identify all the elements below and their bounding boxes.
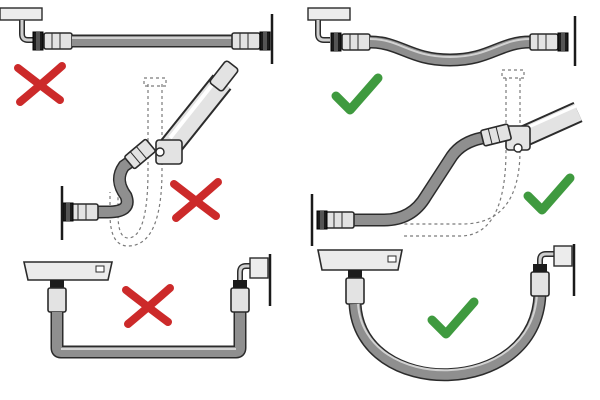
hose-wide-bend <box>350 127 502 227</box>
nut-icon <box>316 210 328 230</box>
fitting-icon <box>529 33 559 51</box>
check-icon <box>528 178 570 210</box>
outlet-right <box>530 244 576 297</box>
check-icon <box>432 302 474 334</box>
cross-icon <box>18 66 62 102</box>
nut-icon <box>32 31 44 51</box>
panel-tight-swing-bend <box>60 60 239 247</box>
fitting-icon <box>341 33 371 51</box>
outlet-left <box>345 270 365 305</box>
fitting-icon <box>69 203 99 221</box>
nut-icon <box>62 202 74 222</box>
check-icon <box>336 78 378 110</box>
cross-icon <box>126 288 170 324</box>
sink-basin <box>317 249 403 271</box>
hose-straight <box>72 34 232 48</box>
outlet-left <box>47 280 67 313</box>
nut-icon <box>330 32 342 52</box>
fixture-block-left <box>307 7 351 43</box>
panel-straight-run <box>0 7 274 102</box>
cross-icon <box>174 182 218 218</box>
panel-smooth-u-loop <box>317 244 576 382</box>
fitting-icon <box>43 32 73 50</box>
fitting-icon <box>231 32 261 50</box>
swivel-arm <box>155 60 239 165</box>
sink-basin <box>23 261 113 281</box>
hose-tight-bend <box>88 146 148 219</box>
panel-wide-swing-bend <box>310 69 583 246</box>
hose-slack <box>369 35 531 67</box>
hose-sharp-u <box>50 312 247 359</box>
dashed-position <box>404 78 507 237</box>
dashed-position <box>117 84 149 239</box>
panel-slack-run <box>307 7 577 110</box>
swivel-arm <box>505 101 583 153</box>
hose-smooth-u <box>348 293 547 382</box>
fitting-icon <box>325 211 355 229</box>
panel-sharp-u-loop <box>23 254 272 359</box>
nut-icon <box>557 32 569 52</box>
outlet-right <box>230 254 272 313</box>
fixture-block-left <box>0 7 43 43</box>
nut-icon <box>259 31 271 51</box>
